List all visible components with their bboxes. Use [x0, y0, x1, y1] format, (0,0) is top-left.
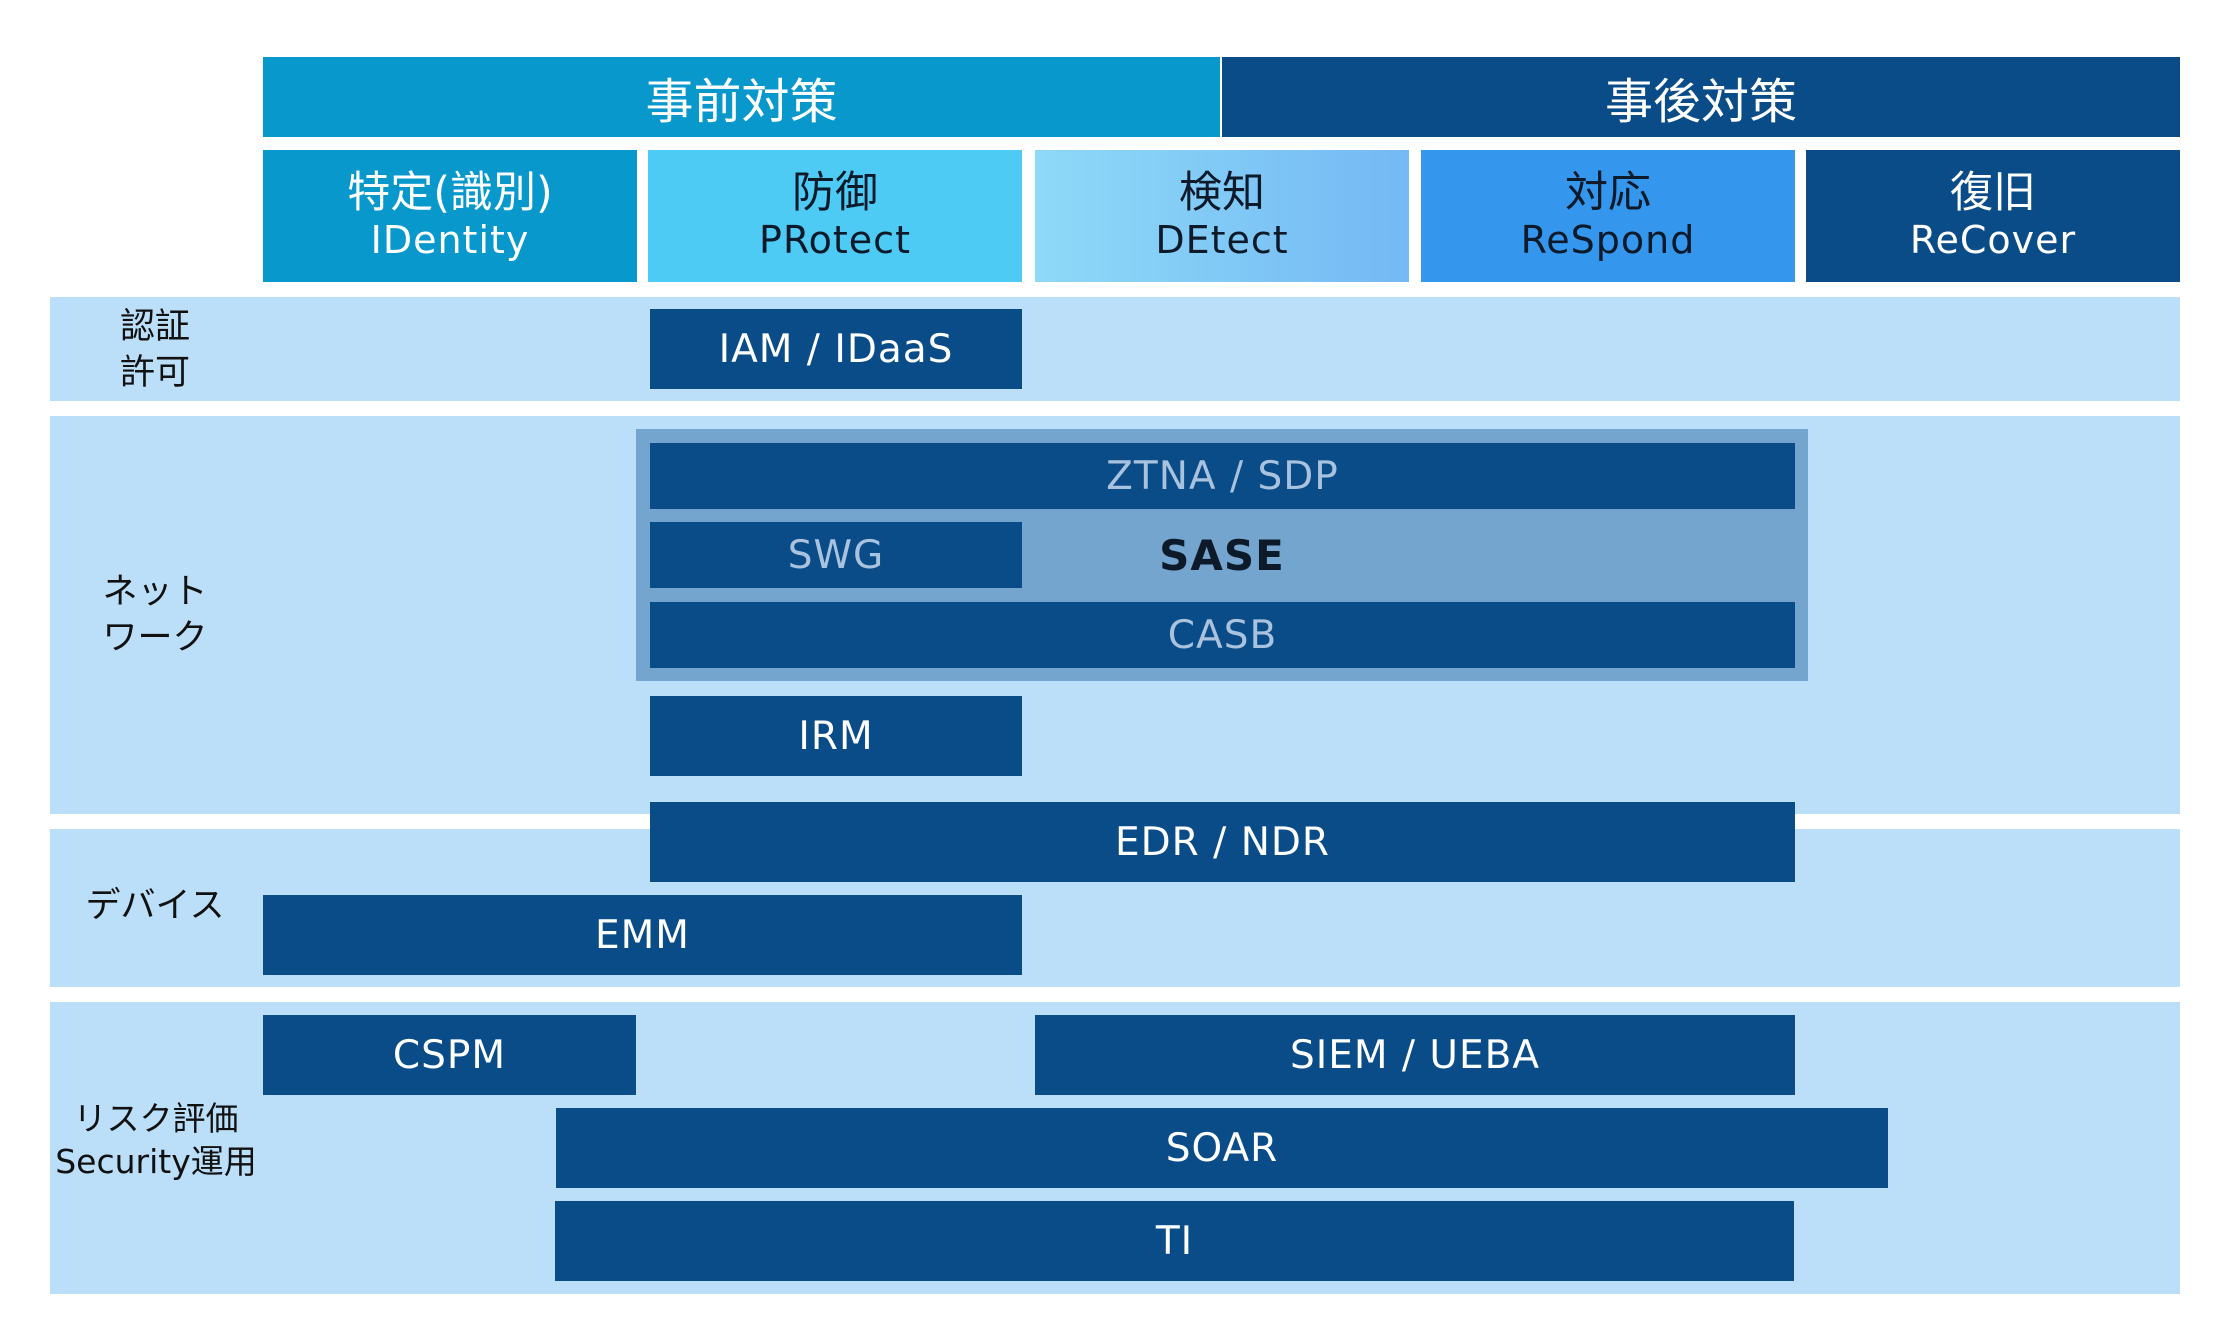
function-detect: 検知 DEtect	[1035, 150, 1409, 282]
bar-cspm: CSPM	[263, 1015, 636, 1095]
function-respond: 対応 ReSpond	[1421, 150, 1795, 282]
function-protect: 防御 PRotect	[648, 150, 1022, 282]
function-recover: 復旧 ReCover	[1806, 150, 2180, 282]
bar-iam-idaas-label: IAM / IDaaS	[718, 326, 954, 372]
bar-swg: SWG	[650, 522, 1022, 588]
bar-casb-label: CASB	[1167, 612, 1278, 658]
bar-ti-label: TI	[1155, 1218, 1194, 1264]
bar-iam-idaas: IAM / IDaaS	[650, 309, 1022, 389]
bar-soar: SOAR	[556, 1108, 1888, 1188]
function-detect-jp: 検知	[1179, 168, 1265, 219]
function-recover-en: ReCover	[1909, 217, 2077, 262]
bar-edr-ndr-label: EDR / NDR	[1114, 819, 1330, 865]
function-identity-en: IDentity	[370, 217, 530, 262]
bar-casb: CASB	[650, 602, 1795, 668]
row-label-device: デバイス	[85, 886, 225, 926]
function-protect-jp: 防御	[792, 168, 878, 219]
bar-siem-ueba: SIEM / UEBA	[1035, 1015, 1795, 1095]
bar-soar-label: SOAR	[1165, 1125, 1279, 1171]
function-respond-jp: 対応	[1565, 168, 1651, 219]
bar-siem-ueba-label: SIEM / UEBA	[1289, 1032, 1541, 1078]
bar-ztna-sdp: ZTNA / SDP	[650, 443, 1795, 509]
function-identity: 特定(識別) IDentity	[263, 150, 637, 282]
bar-irm: IRM	[650, 696, 1022, 776]
row-label-risk: リスク評価 Security運用	[55, 1099, 257, 1181]
phase-before-label: 事前対策	[645, 74, 838, 130]
bar-swg-label: SWG	[787, 532, 885, 578]
row-label-auth: 認証 許可	[119, 307, 190, 393]
sase-label: SASE	[1022, 522, 1422, 588]
bar-irm-label: IRM	[798, 713, 874, 759]
row-band-auth	[50, 297, 2180, 401]
phase-after-label: 事後対策	[1604, 74, 1797, 130]
function-detect-en: DEtect	[1155, 217, 1289, 262]
function-protect-en: PRotect	[759, 217, 911, 262]
bar-emm: EMM	[263, 895, 1022, 975]
bar-cspm-label: CSPM	[392, 1032, 507, 1078]
bar-edr-ndr: EDR / NDR	[650, 802, 1795, 882]
function-respond-en: ReSpond	[1520, 217, 1696, 262]
row-label-network: ネット ワーク	[102, 572, 208, 658]
bar-emm-label: EMM	[595, 912, 690, 958]
phase-after-header: 事後対策	[1222, 57, 2180, 137]
function-identity-jp: 特定(識別)	[347, 168, 553, 219]
bar-ztna-sdp-label: ZTNA / SDP	[1106, 453, 1339, 499]
phase-before-header: 事前対策	[263, 57, 1220, 137]
function-recover-jp: 復旧	[1950, 168, 2036, 219]
sase-label-text: SASE	[1159, 530, 1285, 580]
bar-ti: TI	[555, 1201, 1794, 1281]
